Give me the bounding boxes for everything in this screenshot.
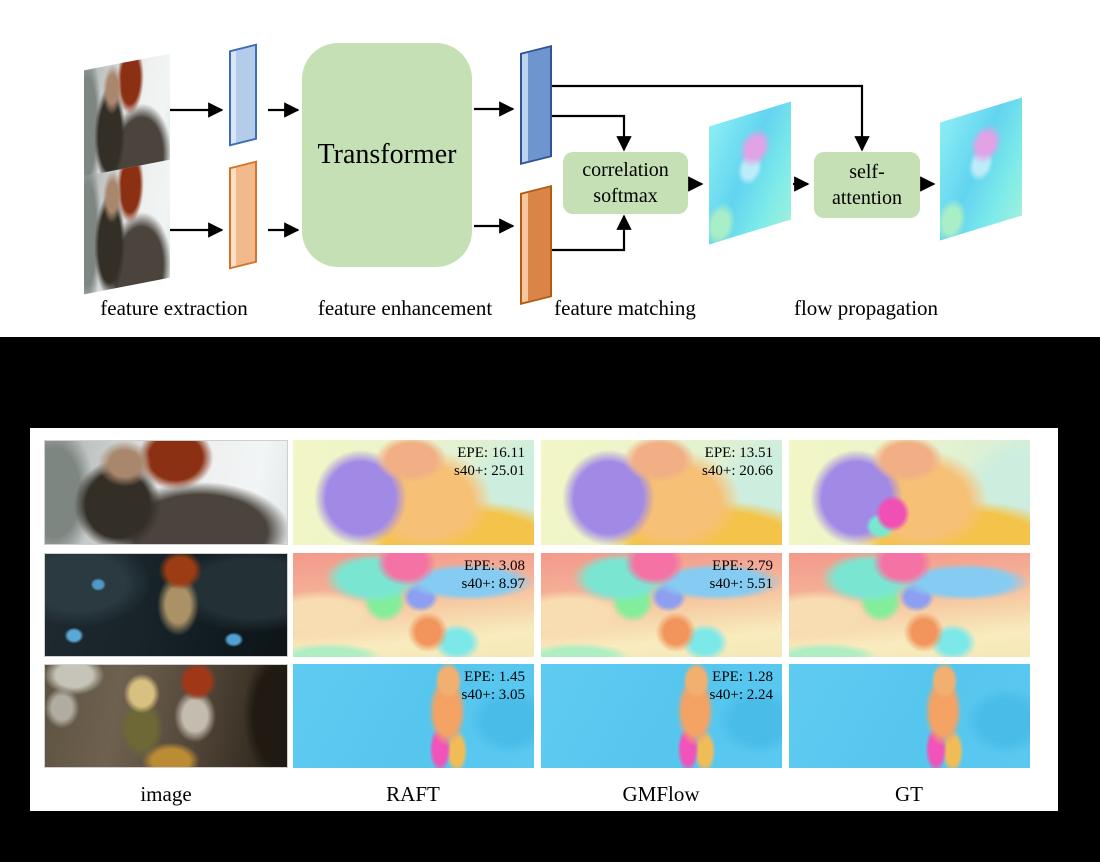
architecture-diagram: Transformer correlation softmax self- at… [0, 0, 1100, 337]
gt-flow-row2 [789, 553, 1030, 657]
scene-image-row2 [44, 553, 288, 657]
epe-value: EPE: 1.45 [464, 669, 525, 685]
gmflow-flow-row2: EPE: 2.79 s40+: 5.51 [541, 553, 782, 657]
transformer-label: Transformer [317, 139, 457, 170]
s40-value: s40+: 2.24 [709, 687, 773, 703]
input-image-2 [84, 159, 170, 295]
arrow [552, 84, 870, 152]
column-label-image: image [140, 782, 192, 806]
column-label-gt: GT [895, 782, 923, 806]
self-attention-line1: self- [849, 161, 885, 183]
feature-plane-blue-input [229, 43, 257, 147]
self-attention-block: self- attention [814, 152, 920, 218]
gt-flow-row3 [789, 664, 1030, 768]
correlation-softmax-block: correlation softmax [563, 152, 688, 214]
flow-arrows [168, 84, 936, 252]
column-label-raft: RAFT [386, 782, 440, 806]
column-label-gmflow: GMFlow [622, 782, 700, 806]
s40-value: s40+: 20.66 [702, 463, 773, 479]
feature-plane-blue-enhanced [520, 45, 552, 165]
flow-prediction-thumb [709, 101, 791, 245]
gt-flow-row1 [789, 440, 1030, 545]
epe-value: EPE: 3.08 [464, 558, 525, 574]
arrow [552, 114, 632, 152]
s40-value: s40+: 3.05 [461, 687, 525, 703]
arrow [552, 214, 632, 252]
s40-value: s40+: 8.97 [461, 576, 525, 592]
feature-plane-orange-enhanced [520, 185, 552, 305]
stage-label-flow-propagation: flow propagation [793, 296, 939, 320]
feature-plane-orange-input [229, 160, 257, 270]
scene-image-row1 [44, 440, 288, 545]
raft-flow-row3: EPE: 1.45 s40+: 3.05 [293, 664, 534, 768]
raft-flow-row1: EPE: 16.11 s40+: 25.01 [293, 440, 534, 545]
refined-flow-thumb [940, 97, 1022, 241]
gmflow-metrics-row1: EPE: 13.51 s40+: 20.66 [702, 444, 773, 480]
self-attention-line2: attention [832, 187, 902, 209]
stage-label-feature-extraction: feature extraction [100, 296, 248, 320]
epe-value: EPE: 2.79 [712, 558, 773, 574]
raft-flow-row2: EPE: 3.08 s40+: 8.97 [293, 553, 534, 657]
raft-metrics-row3: EPE: 1.45 s40+: 3.05 [462, 668, 525, 704]
scene-image-row3 [44, 664, 288, 768]
gmflow-flow-row3: EPE: 1.28 s40+: 2.24 [541, 664, 782, 768]
correlation-line1: correlation [582, 159, 669, 181]
epe-value: EPE: 16.11 [457, 445, 525, 461]
stage-label-feature-matching: feature matching [554, 296, 696, 320]
raft-metrics-row2: EPE: 3.08 s40+: 8.97 [462, 557, 525, 593]
s40-value: s40+: 5.51 [709, 576, 773, 592]
gmflow-metrics-row3: EPE: 1.28 s40+: 2.24 [710, 668, 773, 704]
stage-label-feature-enhancement: feature enhancement [317, 296, 493, 320]
epe-value: EPE: 1.28 [712, 669, 773, 685]
transformer-block: Transformer [302, 43, 472, 267]
gmflow-flow-row1: EPE: 13.51 s40+: 20.66 [541, 440, 782, 545]
gmflow-metrics-row2: EPE: 2.79 s40+: 5.51 [710, 557, 773, 593]
s40-value: s40+: 25.01 [454, 463, 525, 479]
correlation-line2: softmax [593, 185, 658, 207]
epe-value: EPE: 13.51 [704, 445, 773, 461]
raft-metrics-row1: EPE: 16.11 s40+: 25.01 [454, 444, 525, 480]
comparison-panel: EPE: 16.11 s40+: 25.01 EPE: 13.51 s40+: … [30, 428, 1058, 811]
